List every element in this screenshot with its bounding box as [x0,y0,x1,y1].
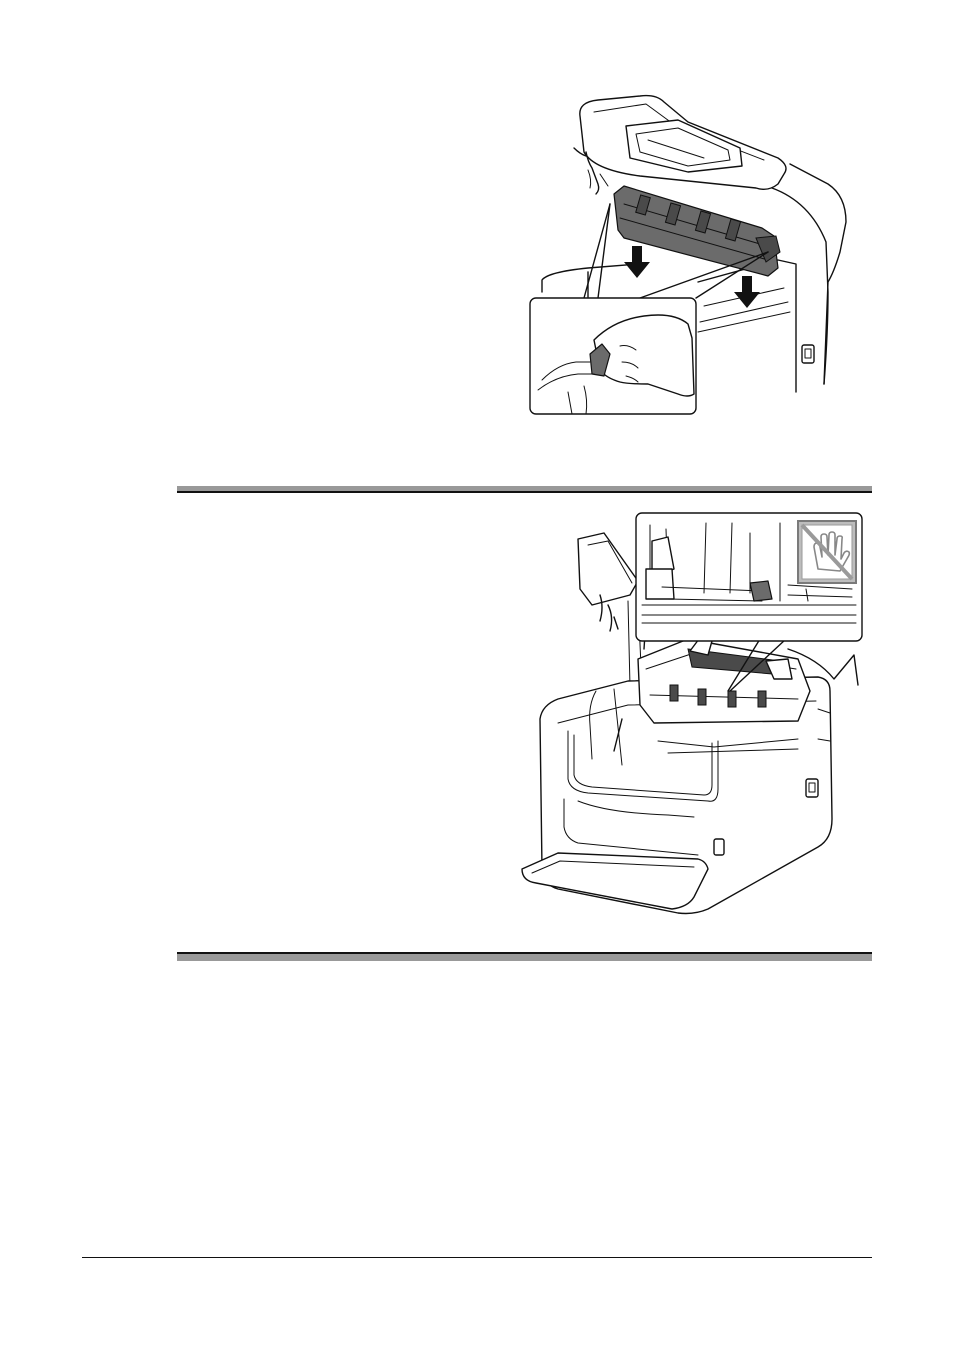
footer-rule [82,1257,872,1258]
section-bottom-rule [177,952,872,961]
section-top-rule [177,486,872,493]
do-not-touch-icon [798,521,856,583]
printer-fuser-install-icon [528,92,862,418]
open-fuser-illustration [518,509,866,939]
fuser-install-illustration [528,92,862,418]
printer-open-fuser-icon [518,509,866,939]
